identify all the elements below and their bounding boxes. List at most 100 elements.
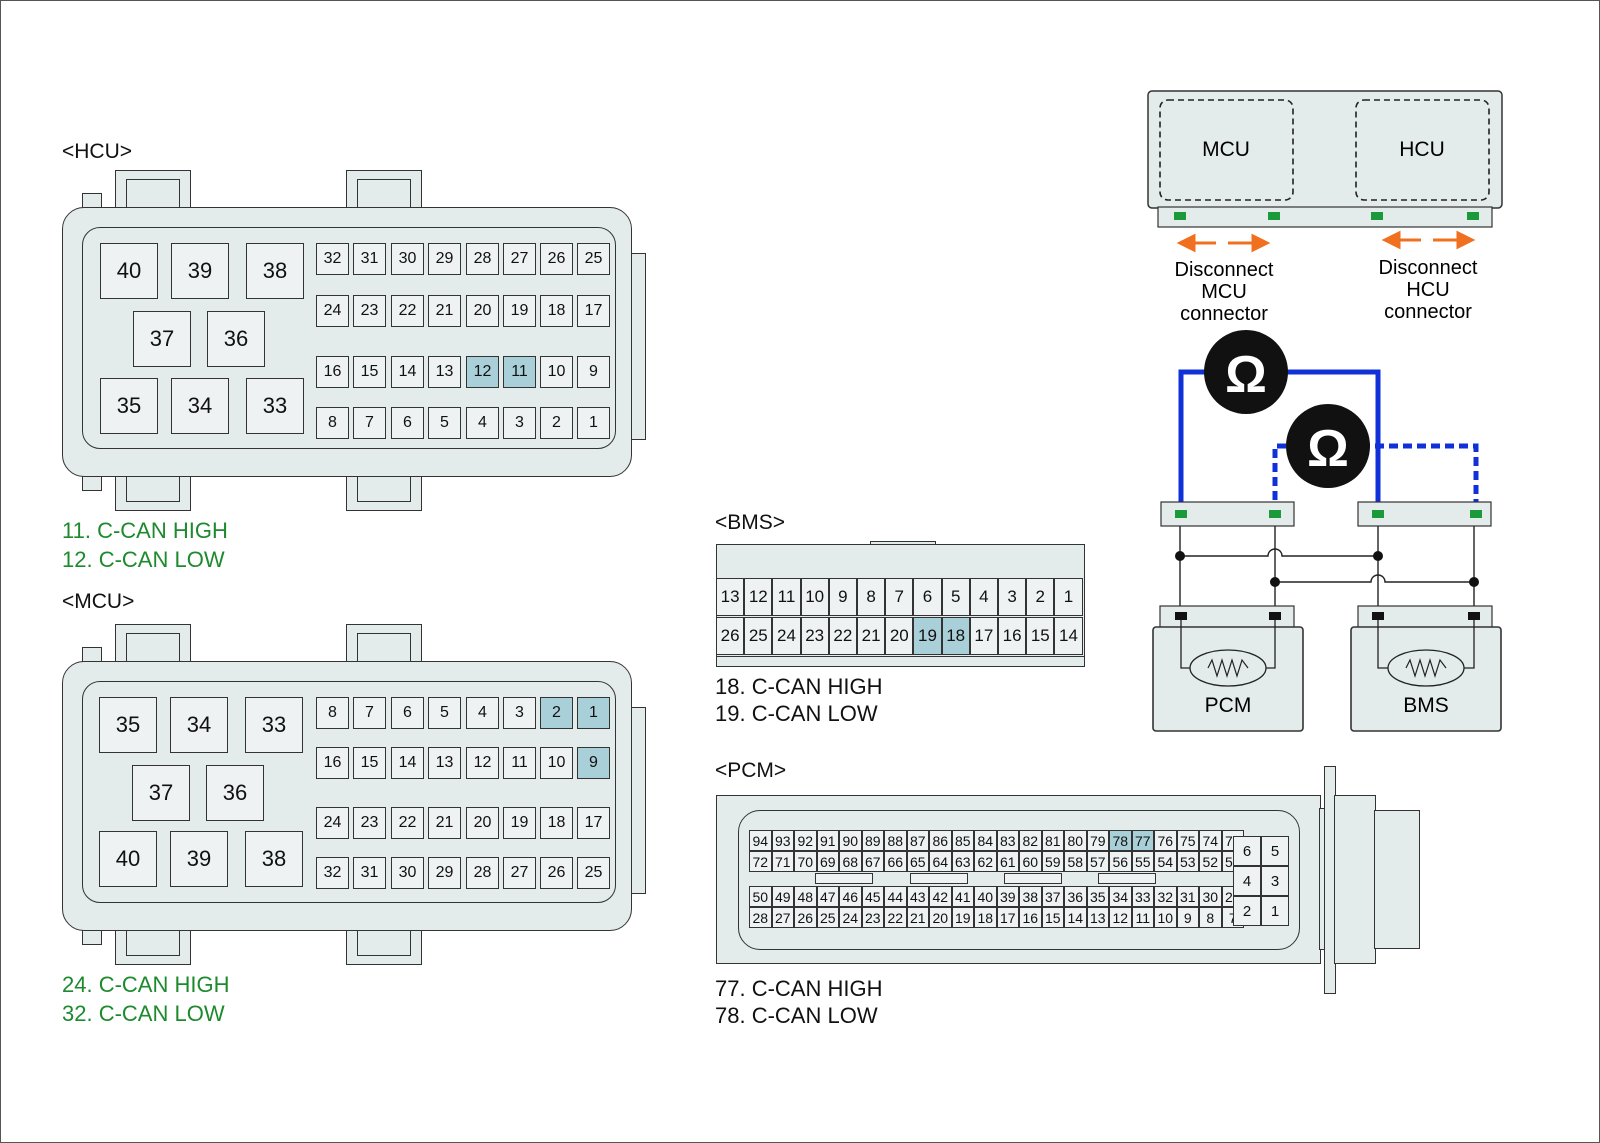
connector-pin: 11	[772, 578, 801, 616]
connector-pin: 4	[466, 407, 499, 439]
connector-pin: 53	[1176, 851, 1199, 872]
connector-pin: 3	[503, 407, 536, 439]
hcu-pin-low	[1467, 212, 1479, 220]
connector-pin: 12	[466, 356, 499, 388]
connector-pin: 33	[1131, 886, 1154, 907]
ohmmeter-2-icon	[1286, 404, 1370, 488]
bms-title: <BMS>	[715, 511, 786, 534]
connector-pin: 31	[353, 857, 386, 889]
connector-pin: 1	[1054, 578, 1083, 616]
connector-pin: 75	[1176, 830, 1199, 851]
connector-pin: 55	[1131, 851, 1154, 872]
bms-box-pin-2	[1468, 612, 1480, 620]
connector-pin: 13	[716, 578, 745, 616]
connector-pin: 9	[1176, 907, 1199, 928]
connector-pin: 18	[540, 807, 573, 839]
module-hcu-label: HCU	[1399, 138, 1445, 161]
pcm-box-pin-1	[1175, 612, 1187, 620]
pcm-boot	[1334, 795, 1376, 964]
connector-pin: 27	[503, 857, 536, 889]
pcm-conn-pin-2	[1269, 510, 1281, 518]
pcm-key-slot	[1004, 873, 1062, 884]
connector-pin: 2	[1026, 578, 1055, 616]
connector-pin: 24	[316, 807, 349, 839]
connector-pin: 26	[540, 243, 573, 275]
connector-pin: 88	[884, 830, 907, 851]
connector-pin: 15	[353, 747, 386, 779]
connector-pin: 19	[503, 295, 536, 327]
connector-pin: 23	[353, 295, 386, 327]
connector-pin: 28	[466, 243, 499, 275]
connector-pin: 45	[861, 886, 884, 907]
connector-pin: 36	[207, 311, 265, 367]
connector-pin: 25	[816, 907, 839, 928]
pcm-box-pin-2	[1269, 612, 1281, 620]
connector-pin: 48	[794, 886, 817, 907]
connector-pin: 20	[466, 295, 499, 327]
connector-pin: 71	[771, 851, 794, 872]
connector-pin: 5	[941, 578, 970, 616]
connector-pin: 5	[1261, 836, 1289, 866]
connector-pin: 13	[1086, 907, 1109, 928]
connector-pin: 7	[353, 407, 386, 439]
bms-note-low: 19. C-CAN LOW	[715, 701, 878, 726]
connector-pin: 37	[132, 765, 190, 821]
connector-pin: 94	[749, 830, 772, 851]
hcu-note-low: 12. C-CAN LOW	[62, 547, 225, 572]
connector-pin: 38	[246, 243, 304, 299]
hcu-dashed-region	[1355, 99, 1490, 201]
connector-pin: 77	[1131, 830, 1154, 851]
connector-pin: 12	[466, 747, 499, 779]
connector-pin: 67	[861, 851, 884, 872]
connector-pin: 82	[1019, 830, 1042, 851]
connector-pin: 91	[816, 830, 839, 851]
connector-pin: 25	[577, 243, 610, 275]
connector-pin: 15	[1026, 617, 1055, 655]
ohmmeter-1-icon	[1204, 330, 1288, 414]
bms-conn-pin-1	[1372, 510, 1384, 518]
connector-pin: 34	[1109, 886, 1132, 907]
disconnect-hcu-line1: Disconnect	[1379, 257, 1478, 279]
connector-pin: 57	[1086, 851, 1109, 872]
connector-pin: 26	[794, 907, 817, 928]
connector-pin: 17	[996, 907, 1019, 928]
connector-pin: 17	[969, 617, 998, 655]
pcm-title: <PCM>	[715, 759, 787, 782]
mcu-pin-low	[1268, 212, 1280, 220]
connector-pin: 32	[1154, 886, 1177, 907]
connector-pin: 36	[206, 765, 264, 821]
connector-pin: 28	[466, 857, 499, 889]
connector-pin: 86	[929, 830, 952, 851]
connector-pin: 5	[428, 697, 461, 729]
pcm-box-label: PCM	[1205, 694, 1252, 717]
connector-pin: 25	[577, 857, 610, 889]
bms-conn-pin-2	[1470, 510, 1482, 518]
connector-pin: 92	[794, 830, 817, 851]
connector-pin: 38	[245, 831, 303, 887]
connector-pin: 18	[540, 295, 573, 327]
connector-pin: 17	[577, 807, 610, 839]
connector-pin: 9	[577, 747, 610, 779]
connector-pin: 1	[1261, 896, 1289, 926]
connector-pin: 20	[929, 907, 952, 928]
connector-pin: 61	[996, 851, 1019, 872]
connector-pin: 46	[839, 886, 862, 907]
pcm-note-low: 78. C-CAN LOW	[715, 1003, 878, 1028]
bms-note-high: 18. C-CAN HIGH	[715, 674, 883, 699]
connector-pin: 23	[800, 617, 829, 655]
connector-pin: 62	[974, 851, 997, 872]
connector-pin: 1	[577, 407, 610, 439]
ohmmeter-2-wire	[1272, 443, 1479, 514]
mcu-note-low: 32. C-CAN LOW	[62, 1001, 225, 1026]
connector-pin: 21	[428, 807, 461, 839]
pcm-resistor-icon	[1207, 657, 1249, 679]
connector-pin: 2	[540, 697, 573, 729]
connector-pin: 8	[1199, 907, 1222, 928]
ohmmeter-1-symbol: Ω	[1225, 346, 1267, 404]
hcu-note-high: 11. C-CAN HIGH	[62, 518, 228, 543]
connector-pin: 60	[1019, 851, 1042, 872]
connector-pin: 22	[391, 807, 424, 839]
connector-pin: 16	[1019, 907, 1042, 928]
connector-pin: 93	[771, 830, 794, 851]
mcu-title: <MCU>	[62, 590, 135, 613]
